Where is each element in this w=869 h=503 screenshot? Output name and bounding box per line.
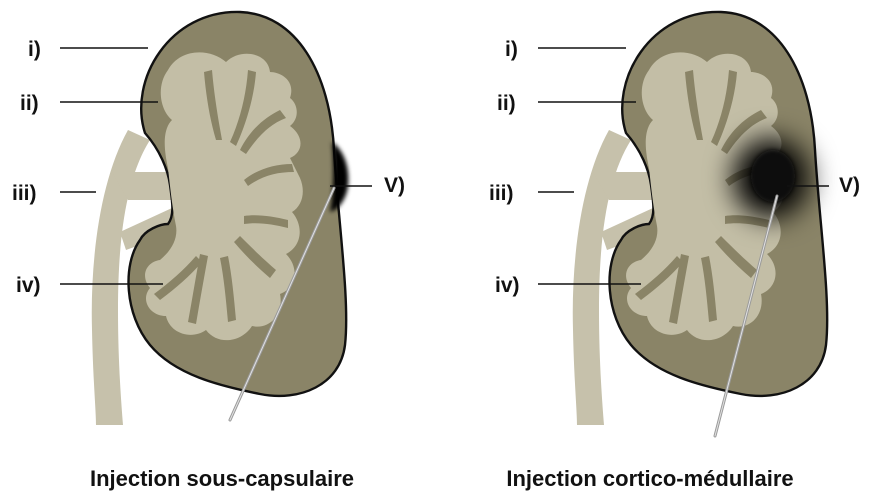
panel-corticomedullary: i) ii) iii) iv) V) xyxy=(489,12,860,436)
label-v: V) xyxy=(839,174,860,197)
label-iv: iv) xyxy=(495,274,520,297)
label-iv: iv) xyxy=(16,274,41,297)
panel-subcapsular: i) ii) iii) iv) V) xyxy=(12,12,405,425)
label-iii: iii) xyxy=(12,182,37,205)
label-iii: iii) xyxy=(489,182,514,205)
label-ii: ii) xyxy=(20,92,39,115)
label-i: i) xyxy=(28,38,41,61)
label-v: V) xyxy=(384,174,405,197)
label-i: i) xyxy=(505,38,518,61)
caption-subcapsular: Injection sous-capsulaire xyxy=(12,466,432,492)
caption-corticomedullary: Injection cortico-médullaire xyxy=(440,466,860,492)
label-ii: ii) xyxy=(497,92,516,115)
